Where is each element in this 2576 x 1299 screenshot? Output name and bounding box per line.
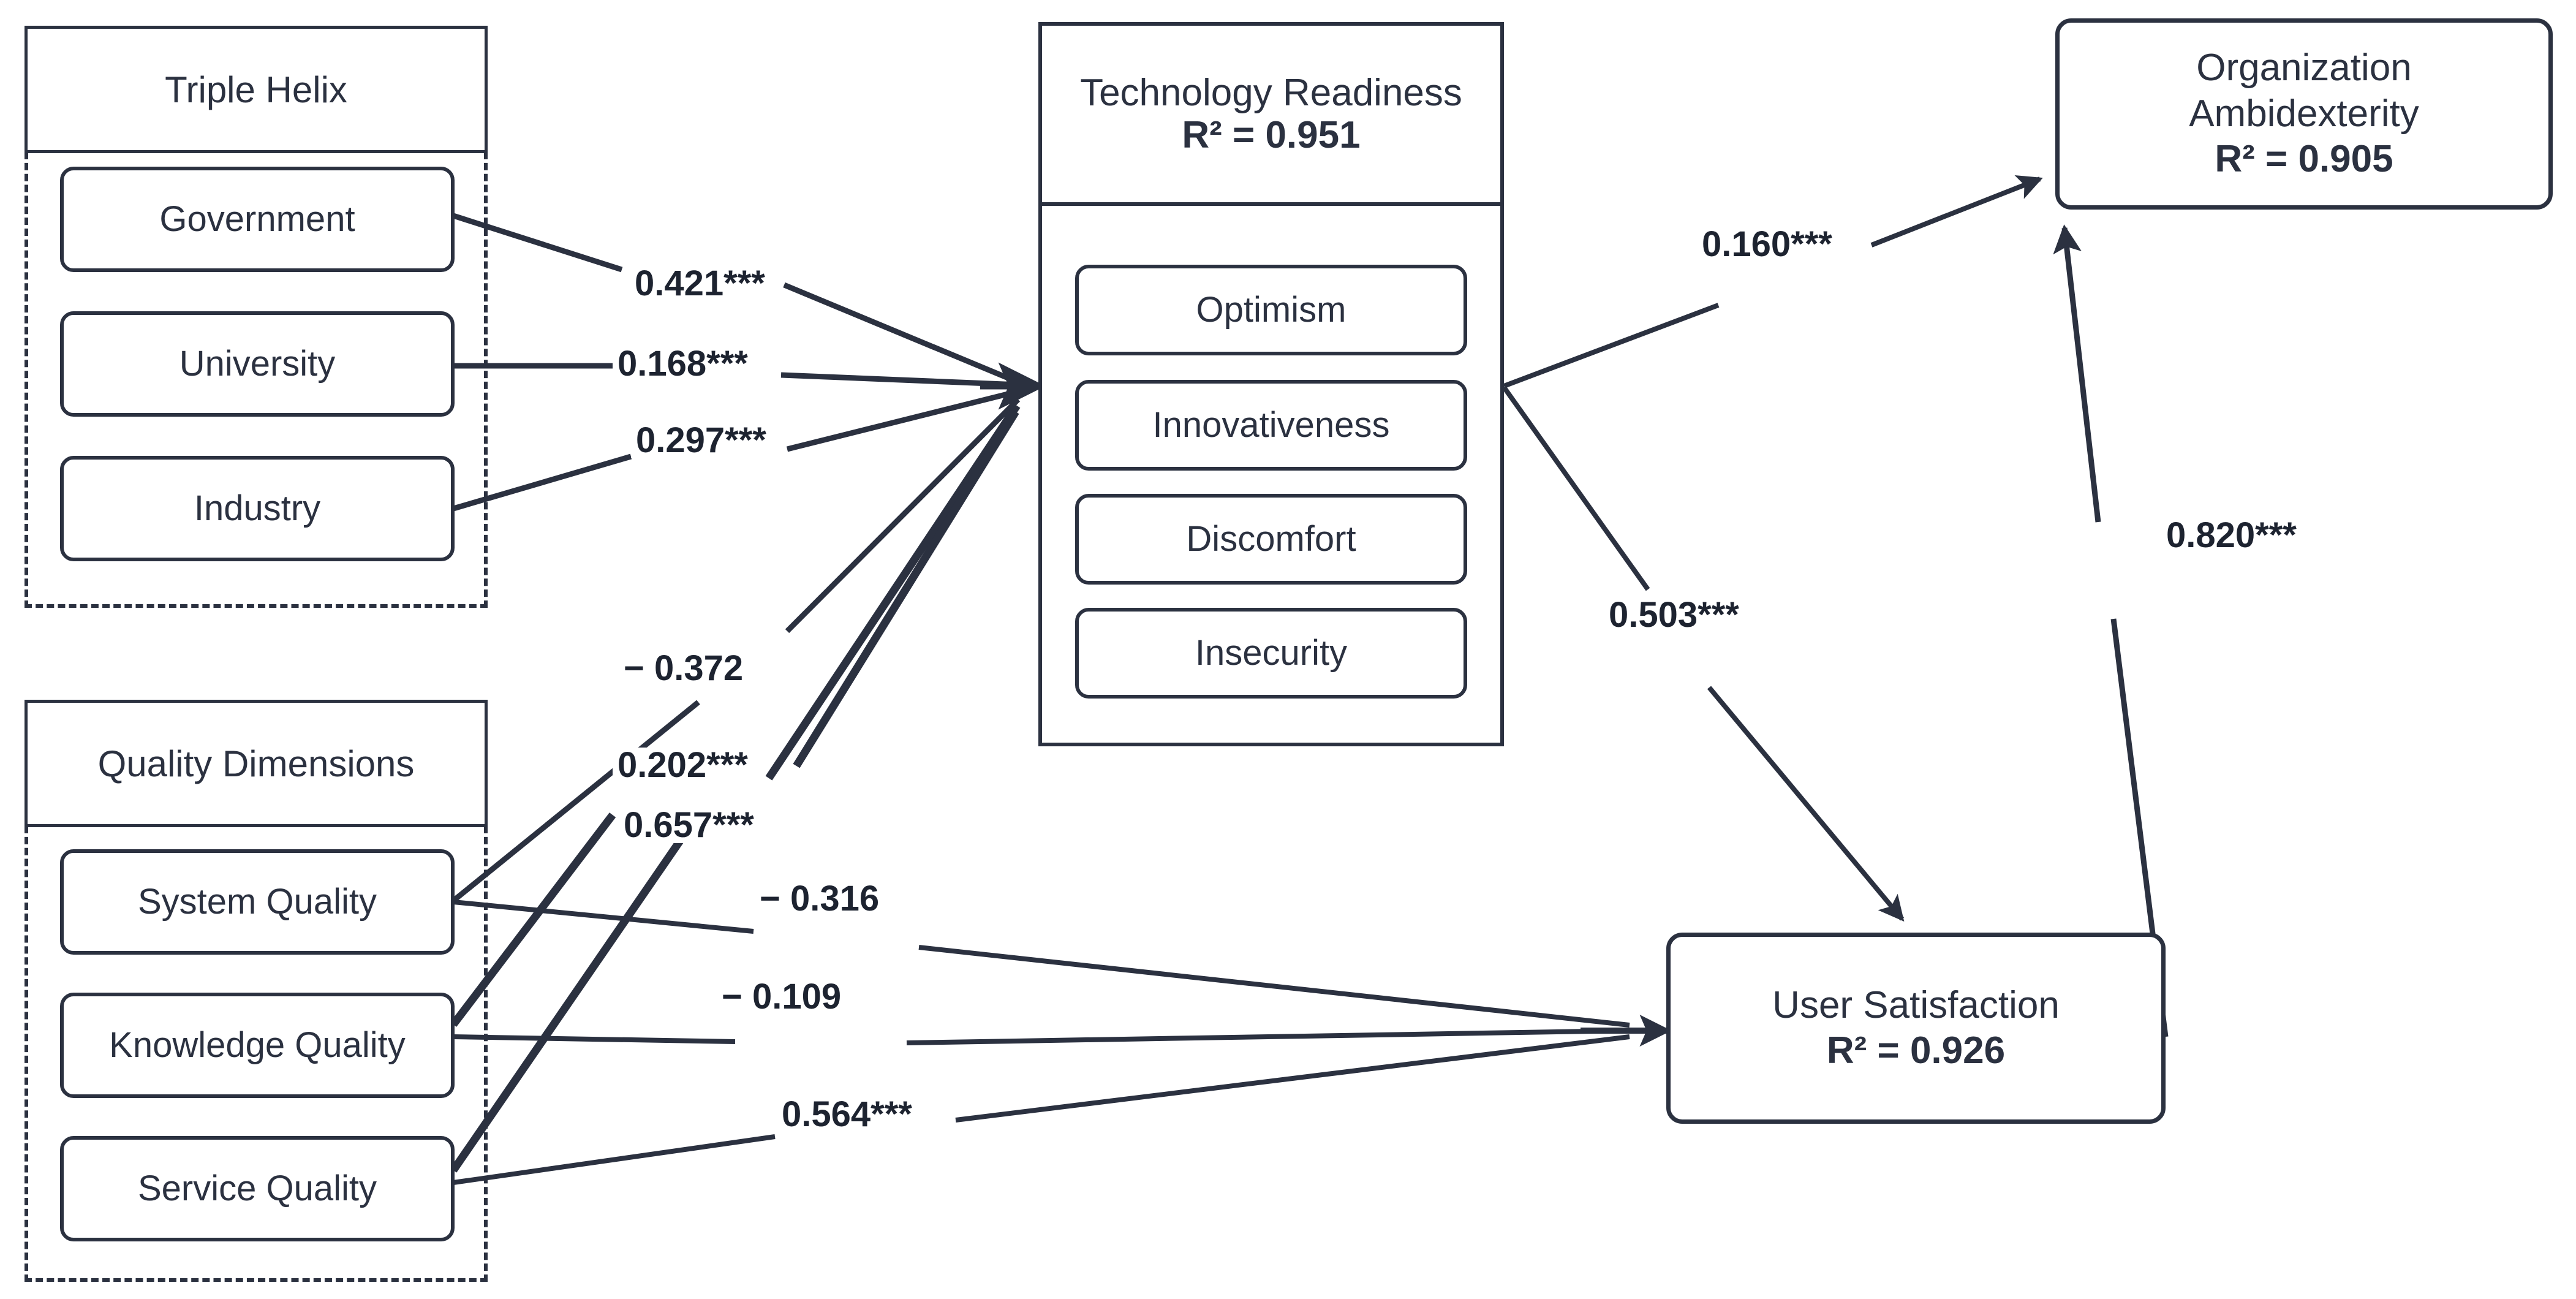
- edge-technology-readiness-to-user-satisfaction: [1501, 385, 1650, 591]
- coefficient-label-service-quality-us: 0.564***: [777, 1097, 917, 1132]
- indicator-innovativeness[interactable]: Innovativeness: [1075, 380, 1467, 471]
- indicator-industry[interactable]: Industry: [60, 456, 455, 561]
- indicator-service-quality[interactable]: Service Quality: [60, 1136, 455, 1241]
- indicator-innovativeness-label: Innovativeness: [1152, 405, 1390, 445]
- indicator-insecurity[interactable]: Insecurity: [1075, 608, 1467, 699]
- edge-system-quality-to-us-tail: [918, 945, 1630, 1028]
- construct-organization-ambidexterity[interactable]: Organization Ambidexterity R² = 0.905: [2055, 18, 2553, 210]
- triple-helix-dashed-container: [25, 152, 488, 608]
- edge-service-quality-to-tr-tail: [793, 409, 1019, 768]
- edge-service-quality-to-us-tail: [955, 1034, 1630, 1123]
- indicator-government-label: Government: [159, 199, 355, 240]
- user-satisfaction-r2: R² = 0.926: [1826, 1029, 2006, 1072]
- coefficient-label-university-tr: 0.168***: [613, 346, 753, 382]
- edge-technology-readiness-to-organization-ambidexterity: [1503, 303, 1720, 388]
- edge-government-to-tr-tail: [783, 282, 1021, 386]
- quality-dimensions-dashed-container: [25, 826, 488, 1282]
- edge-service-quality-to-user-satisfaction: [453, 1134, 776, 1185]
- edge-industry-to-tr-tail: [786, 388, 1021, 452]
- technology-readiness-header-box: Technology Readiness R² = 0.951: [1038, 22, 1504, 206]
- coefficient-label-us-oa: 0.820***: [2161, 518, 2302, 553]
- edge-tr-to-oa-tail: [1870, 175, 2043, 248]
- edge-government-to-technology-readiness: [452, 213, 623, 273]
- coefficient-label-government-tr: 0.421***: [630, 266, 770, 301]
- quality-dimensions-header-box: Quality Dimensions: [25, 700, 488, 827]
- edge-knowledge-quality-to-user-satisfaction: [453, 1034, 736, 1044]
- triple-helix-header-box: Triple Helix: [25, 26, 488, 153]
- edge-tr-to-us-tail: [1707, 686, 1905, 922]
- indicator-service-quality-label: Service Quality: [137, 1168, 377, 1209]
- quality-dimensions-title: Quality Dimensions: [97, 743, 415, 784]
- edge-system-quality-to-user-satisfaction: [453, 899, 754, 934]
- edge-industry-to-technology-readiness: [452, 453, 632, 512]
- edge-us-to-oa-tail: [2053, 224, 2101, 523]
- construct-user-satisfaction[interactable]: User Satisfaction R² = 0.926: [1666, 933, 2166, 1124]
- organization-ambidexterity-title-line2: Ambidexterity: [2189, 92, 2419, 135]
- indicator-government[interactable]: Government: [60, 167, 455, 272]
- technology-readiness-r2: R² = 0.951: [1182, 114, 1361, 156]
- coefficient-label-knowledge-quality-us: − 0.109: [717, 979, 847, 1015]
- indicator-university-label: University: [179, 344, 336, 384]
- organization-ambidexterity-r2: R² = 0.905: [2215, 138, 2393, 181]
- user-satisfaction-title: User Satisfaction: [1772, 983, 2060, 1026]
- edge-knowledge-quality-to-tr-tail: [765, 403, 1021, 781]
- indicator-industry-label: Industry: [194, 488, 321, 529]
- edge-system-quality-to-tr-tail: [785, 397, 1021, 634]
- coefficient-label-system-quality-tr: − 0.372: [619, 651, 749, 686]
- edge-knowledge-quality-to-technology-readiness: [450, 812, 616, 1027]
- coefficient-label-service-quality-tr: 0.657***: [619, 808, 759, 843]
- coefficient-label-tr-us: 0.503***: [1604, 597, 1744, 633]
- indicator-system-quality[interactable]: System Quality: [60, 849, 455, 955]
- technology-readiness-title: Technology Readiness: [1080, 71, 1462, 114]
- triple-helix-title: Triple Helix: [165, 69, 347, 110]
- edge-knowledge-quality-to-us-tail: [906, 1028, 1630, 1045]
- coefficient-label-system-quality-us: − 0.316: [755, 881, 885, 917]
- indicator-insecurity-label: Insecurity: [1195, 633, 1348, 673]
- edge-service-quality-to-technology-readiness: [450, 816, 699, 1173]
- indicator-university[interactable]: University: [60, 311, 455, 417]
- edge-system-quality-to-technology-readiness: [451, 700, 700, 903]
- indicator-optimism[interactable]: Optimism: [1075, 265, 1467, 355]
- coefficient-label-tr-oa: 0.160***: [1697, 227, 1837, 262]
- indicator-knowledge-quality[interactable]: Knowledge Quality: [60, 993, 455, 1098]
- coefficient-label-industry-tr: 0.297***: [631, 423, 771, 458]
- indicator-discomfort[interactable]: Discomfort: [1075, 494, 1467, 585]
- indicator-discomfort-label: Discomfort: [1186, 519, 1356, 559]
- indicator-knowledge-quality-label: Knowledge Quality: [109, 1025, 406, 1066]
- organization-ambidexterity-title-line1: Organization: [2196, 47, 2412, 89]
- indicator-system-quality-label: System Quality: [138, 882, 377, 922]
- indicator-optimism-label: Optimism: [1196, 290, 1347, 330]
- coefficient-label-knowledge-quality-tr: 0.202***: [613, 748, 753, 783]
